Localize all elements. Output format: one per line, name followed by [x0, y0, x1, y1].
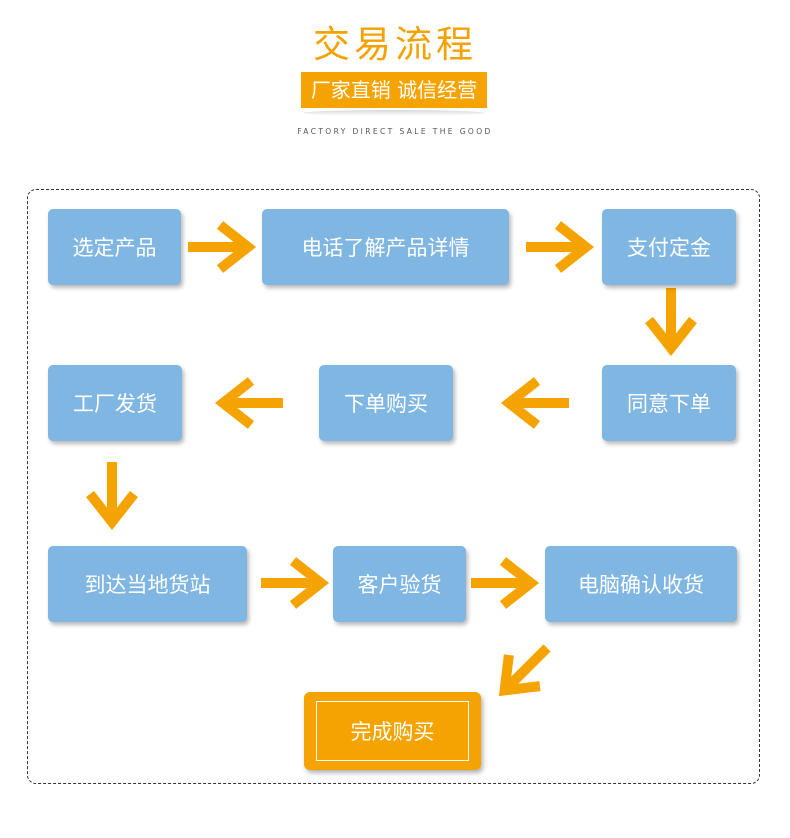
step-phone-inquiry: 电话了解产品详情 [262, 209, 509, 285]
step-complete-purchase: 完成购买 [304, 692, 481, 770]
step-customer-inspect: 客户验货 [333, 546, 466, 622]
arrow-down-icon [649, 288, 693, 348]
page-title: 交易流程 [313, 23, 477, 66]
arrow-right-icon [261, 561, 321, 605]
arrow-right-icon [526, 225, 586, 269]
arrow-down-icon [90, 462, 134, 522]
step-factory-ship: 工厂发货 [48, 365, 182, 441]
banner-shadow [303, 110, 485, 116]
step-agree-order: 同意下单 [602, 365, 736, 441]
step-complete-purchase-label: 完成购买 [316, 701, 469, 761]
step-select-product: 选定产品 [48, 209, 181, 285]
step-confirm-receipt: 电脑确认收货 [545, 546, 737, 622]
arrow-right-icon [471, 561, 531, 605]
flow-frame [27, 189, 760, 784]
step-pay-deposit: 支付定金 [602, 209, 736, 285]
page-subtitle: FACTORY DIRECT SALE THE GOOD [297, 127, 493, 136]
arrow-down-left-icon [489, 632, 563, 706]
arrow-left-icon [223, 381, 283, 425]
slogan-banner: 厂家直销 诚信经营 [301, 72, 487, 108]
arrow-left-icon [509, 381, 569, 425]
step-place-order: 下单购买 [319, 365, 453, 441]
arrow-right-icon [188, 225, 248, 269]
step-arrive-local-station: 到达当地货站 [48, 546, 247, 622]
